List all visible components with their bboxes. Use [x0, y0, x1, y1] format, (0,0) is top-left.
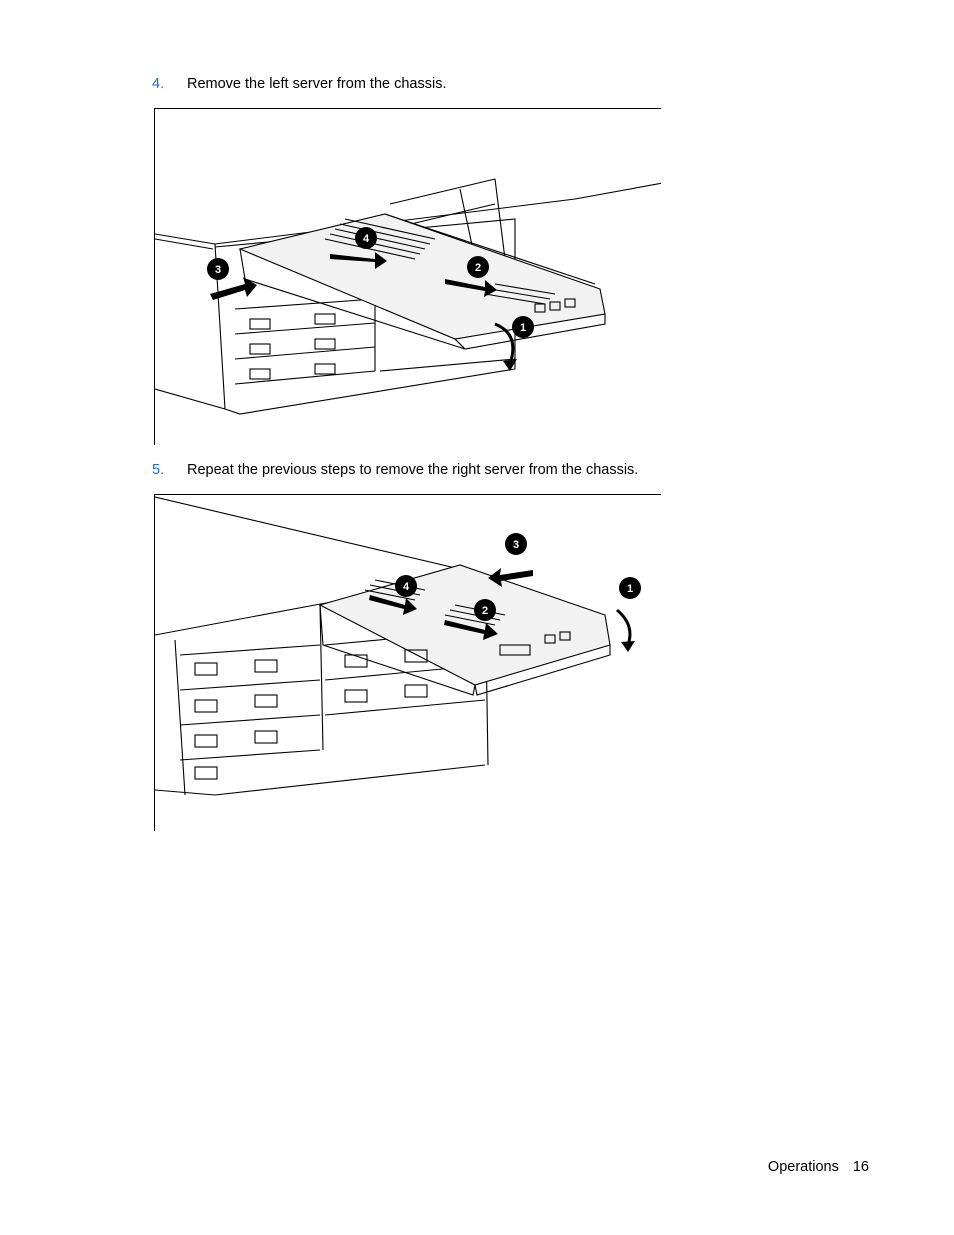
svg-text:3: 3 — [513, 539, 519, 551]
callout-3: 3 — [207, 258, 229, 280]
callout-1: 1 — [512, 316, 534, 338]
figure-remove-left-server: 4 3 2 1 — [154, 108, 661, 445]
callout-1: 1 — [619, 577, 641, 599]
callout-4: 4 — [355, 227, 377, 249]
footer-section: Operations — [767, 1159, 839, 1175]
step-number: 5. — [152, 462, 165, 478]
page-number: 16 — [852, 1159, 869, 1175]
svg-text:4: 4 — [363, 233, 370, 245]
svg-text:3: 3 — [215, 264, 221, 276]
callout-2: 2 — [474, 599, 496, 621]
svg-text:1: 1 — [627, 583, 633, 595]
callout-2: 2 — [467, 256, 489, 278]
server-chassis-illustration: 4 3 2 1 — [155, 178, 661, 415]
step-text: Remove the left server from the chassis. — [187, 76, 447, 92]
step-4: 4. Remove the left server from the chassi… — [152, 76, 447, 92]
svg-text:2: 2 — [475, 262, 481, 274]
step-number: 4. — [152, 76, 165, 92]
svg-text:4: 4 — [403, 581, 410, 593]
svg-text:2: 2 — [482, 605, 488, 617]
svg-text:1: 1 — [520, 322, 526, 334]
page-footer: Operations 16 — [768, 1159, 869, 1175]
figure-remove-right-server: 3 1 4 2 — [154, 494, 661, 831]
server-chassis-illustration: 3 1 4 2 — [155, 496, 641, 796]
callout-3: 3 — [505, 533, 527, 555]
step-5: 5. Repeat the previous steps to remove th… — [152, 462, 638, 478]
callout-4: 4 — [395, 575, 417, 597]
step-text: Repeat the previous steps to remove the … — [187, 462, 639, 478]
